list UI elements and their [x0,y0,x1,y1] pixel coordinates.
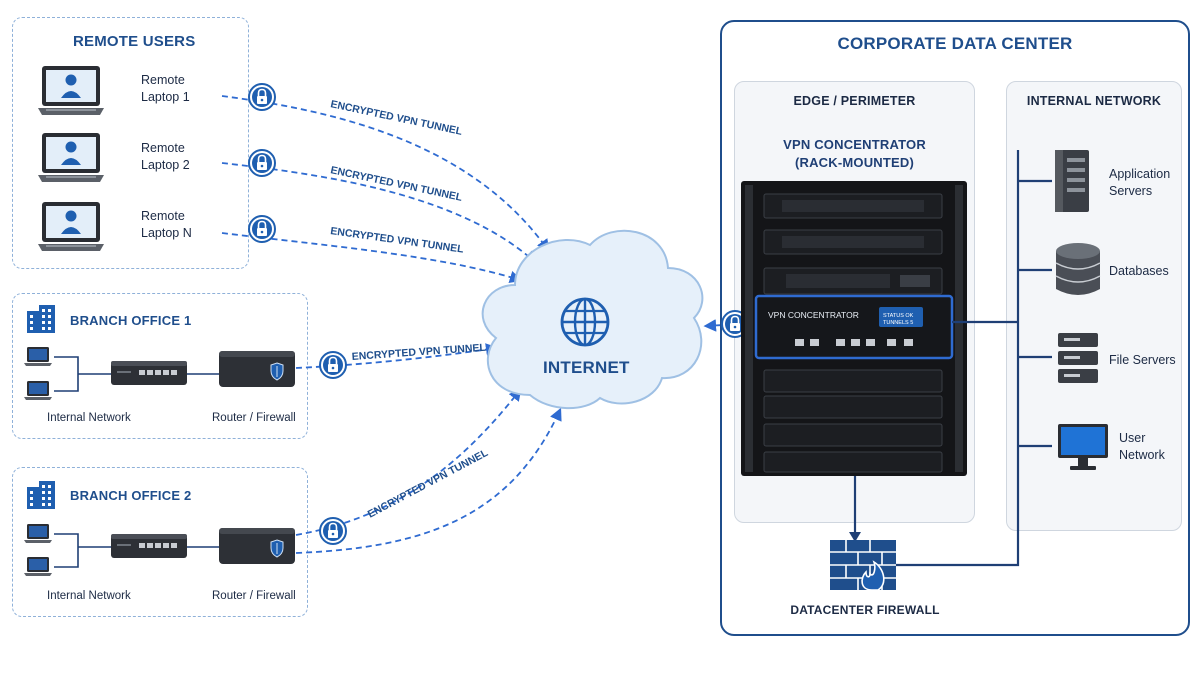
rack-unit [763,193,943,219]
rack-unit [763,229,943,255]
database-icon [1055,243,1101,295]
user-network-label-line2: Network [1119,448,1165,462]
tunnel-label-2: ENCRYPTED VPN TUNNEL [329,164,464,204]
tunnel-branch-2-lower [295,407,562,554]
branch-2-pc-1-icon [24,524,52,543]
user-network-label-line1: User [1119,431,1146,445]
branch-1-router-icon [218,350,296,388]
vpn-status-line: STATUS OK [883,313,914,319]
tunnel-label-3: ENCRYPTED VPN TUNNEL [330,225,465,256]
tunnel-label-1: ENCRYPTED VPN TUNNEL [329,98,464,138]
application-servers-label: Application Servers [1109,166,1170,200]
laptop-1-label-line1: Remote [141,73,185,87]
tunnel-label-4: ENCRYPTED VPN TUNNEL [351,342,486,363]
user-network-label: User Network [1119,430,1165,464]
vpn-tunnels-line: TUNNELS 5 [883,320,913,326]
monitor-icon [1058,424,1108,470]
firewall-arrow [849,532,861,542]
laptop-n-label-line2: Laptop N [141,226,192,240]
lock-icon [319,351,347,379]
application-servers-label-line1: Application [1109,167,1171,181]
branch-office-1-building-icon [27,305,55,333]
tunnel-branch-2-upper [295,388,522,536]
lock-icon [248,83,276,111]
branch-office-2-title: BRANCH OFFICE 2 [70,488,192,503]
edge-perimeter-title: EDGE / PERIMETER [793,94,916,108]
vpn-concentrator-title-line2: (RACK-MOUNTED) [794,155,915,170]
datacenter-firewall-label: DATACENTER FIREWALL [790,603,940,617]
branch-1-switch-icon [111,361,187,385]
vpn-concentrator-title-line1: VPN CONCENTRATOR [783,137,926,152]
internet-label: INTERNET [543,358,630,377]
internet-cloud [481,229,704,410]
application-servers-label-line2: Servers [1109,184,1153,198]
vpn-panel-label: VPN CONCENTRATOR [768,310,859,320]
laptop-2-label-line2: Laptop 2 [141,158,190,172]
lock-icon [319,517,347,545]
laptop-1-label-line2: Laptop 1 [141,90,190,104]
branch-office-1-title: BRANCH OFFICE 1 [70,313,192,328]
branch-2-switch-icon [111,534,187,558]
vpn-concentrator-unit [754,294,954,360]
vpn-concentrator-title: VPN CONCENTRATOR (RACK-MOUNTED) [734,136,975,172]
branch-2-lan-link [54,533,112,568]
remote-users-panel [12,17,249,269]
databases-label: Databases [1109,264,1169,278]
file-server-icon [1058,333,1098,383]
rack-switch-unit [763,267,943,295]
lock-icon [248,215,276,243]
globe-icon [560,297,610,347]
firewall-icon [830,540,896,591]
branch-1-router-label: Router / Firewall [212,412,296,424]
laptop-1-icon [38,66,104,115]
rack-unit-lower [763,369,943,473]
file-servers-label: File Servers [1109,353,1176,367]
branch-office-1-panel [12,293,308,439]
laptop-1-label: Remote Laptop 1 [141,72,190,106]
branch-2-internal-network-label: Internal Network [47,590,131,602]
branch-2-pc-2-icon [24,557,52,576]
branch-2-router-icon [218,527,296,565]
branch-1-pc-2-icon [24,381,52,400]
remote-users-title: REMOTE USERS [73,33,196,50]
lock-icon [248,149,276,177]
branch-1-pc-1-icon [24,347,52,366]
datacenter-links [853,150,1052,567]
laptop-n-label-line1: Remote [141,209,185,223]
internal-network-title: INTERNAL NETWORK [1026,94,1162,108]
datacenter-title: CORPORATE DATA CENTER [837,34,1073,53]
branch-2-router-label: Router / Firewall [212,590,296,602]
branch-1-lan-link [54,356,112,392]
laptop-n-label: Remote Laptop N [141,208,192,242]
server-tower-icon [1055,150,1089,212]
tunnel-label-5: ENCRYPTED VPN TUNNEL [366,447,491,521]
laptop-n-icon [38,202,104,251]
branch-office-2-building-icon [27,481,55,509]
branch-office-2-panel [12,467,308,617]
laptop-2-label: Remote Laptop 2 [141,140,190,174]
branch-1-internal-network-label: Internal Network [47,412,131,424]
laptop-2-label-line1: Remote [141,141,185,155]
laptop-2-icon [38,133,104,182]
datacenter-panel [720,20,1190,636]
